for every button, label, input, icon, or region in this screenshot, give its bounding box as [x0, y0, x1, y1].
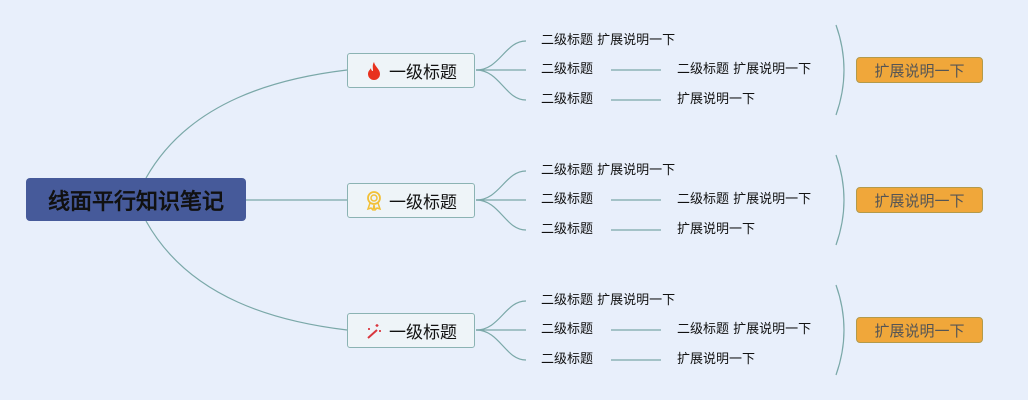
summary-brace	[835, 284, 845, 376]
branch-topic[interactable]: 一级标题	[347, 53, 475, 88]
subtopic[interactable]: 二级标题	[541, 92, 594, 107]
summary-topic[interactable]: 扩展说明一下	[856, 187, 983, 213]
branch-label: 一级标题	[389, 323, 457, 343]
root-topic[interactable]: 线面平行知识笔记	[26, 178, 246, 221]
subtopic-detail[interactable]: 二级标题 扩展说明一下	[677, 322, 812, 337]
branch-label: 一级标题	[389, 63, 457, 83]
child-connector	[475, 170, 527, 201]
root-connector-3	[145, 220, 348, 331]
magic-wand-icon	[365, 321, 383, 341]
branch-topic[interactable]: 一级标题	[347, 313, 475, 348]
subtopic-detail[interactable]: 扩展说明一下	[677, 92, 756, 107]
subtopic-detail[interactable]: 二级标题 扩展说明一下	[677, 192, 812, 207]
subtopic-detail[interactable]: 二级标题 扩展说明一下	[677, 62, 812, 77]
child-connector	[475, 300, 527, 331]
subtopic-detail[interactable]: 扩展说明一下	[677, 222, 756, 237]
root-connector-1	[145, 69, 348, 179]
summary-brace	[835, 24, 845, 116]
child-connector	[475, 199, 527, 231]
subtopic[interactable]: 二级标题 扩展说明一下	[541, 163, 676, 178]
subtopic[interactable]: 二级标题	[541, 62, 594, 77]
fire-icon	[365, 61, 383, 81]
subtopic[interactable]: 二级标题 扩展说明一下	[541, 33, 676, 48]
summary-topic[interactable]: 扩展说明一下	[856, 57, 983, 83]
subtopic[interactable]: 二级标题	[541, 222, 594, 237]
summary-topic[interactable]: 扩展说明一下	[856, 317, 983, 343]
subtopic[interactable]: 二级标题	[541, 192, 594, 207]
award-icon	[365, 190, 383, 211]
summary-brace	[835, 154, 845, 246]
subtopic-detail[interactable]: 扩展说明一下	[677, 352, 756, 367]
subtopic[interactable]: 二级标题 扩展说明一下	[541, 293, 676, 308]
child-connector	[475, 329, 527, 361]
child-connector	[475, 40, 527, 71]
subtopic[interactable]: 二级标题	[541, 352, 594, 367]
child-connector	[475, 69, 527, 101]
root-title: 线面平行知识笔记	[47, 189, 224, 215]
subtopic[interactable]: 二级标题	[541, 322, 594, 337]
branch-label: 一级标题	[389, 193, 457, 213]
branch-topic[interactable]: 一级标题	[347, 183, 475, 218]
